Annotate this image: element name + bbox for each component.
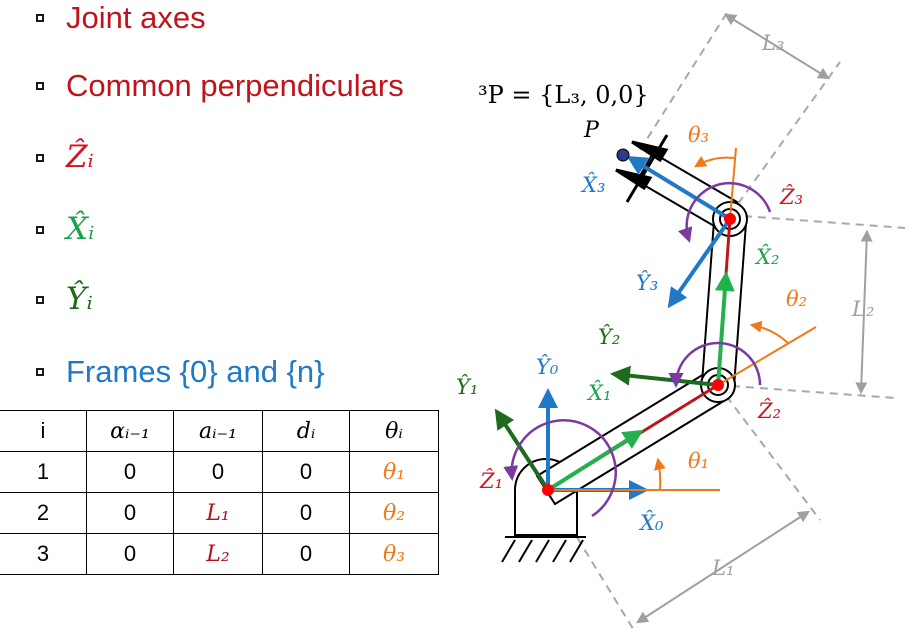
label-z1: Ẑ₁ [479, 469, 503, 493]
rotation-arcs [503, 181, 772, 518]
bullet-text: Joint axes [66, 0, 206, 35]
bullet-square-icon [36, 367, 44, 376]
bullet-joint-axes: Joint axes [36, 2, 206, 33]
table-row: 2 0 L₁ 0 θ₂ [0, 492, 439, 534]
label-z3: Ẑ₃ [779, 185, 803, 209]
y-axes-dark-green [494, 365, 719, 492]
bullet-square-icon [36, 225, 44, 234]
dashed-reference-lines [547, 7, 906, 633]
bullet-square-icon [36, 13, 44, 22]
label-x0: X̂₀ [638, 511, 664, 535]
point-equation: ³P = {L₃, 0,0} [478, 81, 649, 109]
cell: 0 [262, 492, 350, 534]
label-y3: Ŷ₃ [636, 271, 658, 295]
bullet-text: Ŷᵢ [66, 281, 93, 317]
bullet-square-icon [36, 81, 44, 90]
bullet-text: Ẑᵢ [66, 139, 94, 175]
bullet-text: Frames {0} and {n} [66, 354, 325, 389]
label-L1: L₁ [711, 556, 734, 580]
label-x1: X̂₁ [586, 381, 611, 405]
table-row: 3 0 L₂ 0 θ₃ [0, 533, 439, 575]
header-alpha: αᵢ₋₁ [86, 410, 174, 452]
label-L2: L₂ [851, 297, 874, 321]
cell-link-length: L₁ [173, 492, 263, 534]
bullet-x-hat: X̂ᵢ [36, 214, 94, 245]
origin-dots [542, 213, 736, 496]
bullet-z-hat: Ẑᵢ [36, 142, 94, 173]
bullet-text: Common perpendiculars [66, 68, 404, 103]
table-header-row: i αᵢ₋₁ aᵢ₋₁ dᵢ θᵢ [0, 410, 439, 452]
label-y1: Ŷ₁ [456, 375, 478, 399]
robot-links [535, 151, 748, 506]
header-theta: θᵢ [349, 410, 439, 452]
point-p [616, 148, 630, 162]
cell-theta: θ₃ [349, 533, 439, 575]
table-row: 1 0 0 0 θ₁ [0, 451, 439, 493]
label-theta2: θ₂ [786, 287, 807, 311]
cell: 1 [0, 451, 87, 493]
dimension-arrows [635, 13, 873, 624]
label-y0: Ŷ₀ [536, 355, 559, 379]
cell: 3 [0, 533, 87, 575]
label-z2: Ẑ₂ [757, 399, 781, 423]
bullet-text: X̂ᵢ [66, 211, 95, 247]
label-theta1: θ₁ [688, 449, 709, 473]
header-a: aᵢ₋₁ [173, 410, 263, 452]
x-axes-green [546, 271, 735, 492]
label-y2: Ŷ₂ [598, 325, 620, 349]
bullet-square-icon [36, 153, 44, 162]
bullet-frames: Frames {0} and {n} [36, 356, 325, 387]
label-x3: X̂₃ [580, 173, 605, 197]
gripper [615, 134, 669, 203]
cell-theta: θ₂ [349, 492, 439, 534]
cell: 0 [262, 451, 350, 493]
angle-arcs [548, 147, 817, 491]
dh-parameter-table: i αᵢ₋₁ aᵢ₋₁ dᵢ θᵢ 1 0 0 0 θ₁ 2 0 L₁ 0 θ₂… [0, 410, 439, 575]
cell: 0 [86, 492, 174, 534]
cell-theta: θ₁ [349, 451, 439, 493]
cell: 0 [262, 533, 350, 575]
point-p-label: P [583, 118, 600, 143]
label-x2: X̂₂ [754, 245, 779, 269]
cell: 0 [86, 451, 174, 493]
bullet-square-icon [36, 295, 44, 304]
cell: 0 [173, 451, 263, 493]
cell-link-length: L₂ [173, 533, 263, 575]
bullet-common-perpendiculars: Common perpendiculars [36, 70, 404, 101]
label-theta3: θ₃ [688, 123, 709, 147]
header-i: i [0, 410, 87, 452]
bullet-y-hat: Ŷᵢ [36, 284, 93, 315]
label-L3: L₃ [761, 31, 784, 55]
